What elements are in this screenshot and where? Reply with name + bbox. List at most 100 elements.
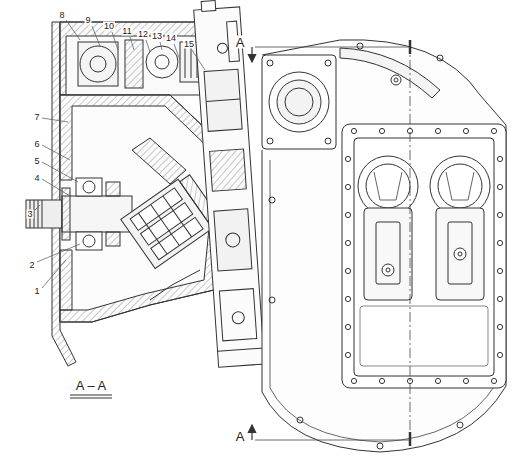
plate-bolts-stroke: [463, 378, 468, 383]
drive-flange-stroke: [269, 72, 329, 132]
gear-housing-stroke: [90, 56, 106, 72]
leader-lines-stroke: [160, 42, 162, 50]
pump-units-stroke: [382, 264, 394, 276]
lever-arm-stroke: [340, 48, 440, 98]
section-line-stroke: [410, 42, 411, 444]
section-line-stroke: [251, 47, 252, 62]
gear-housing-stroke: [125, 40, 143, 88]
callout-number: 6: [33, 140, 40, 149]
cylinder-block-stroke: [163, 196, 192, 237]
leader-lines-stroke: [66, 20, 80, 40]
section-line-stroke: [409, 432, 412, 446]
plate-bolts-stroke: [379, 378, 384, 383]
pump-units-stroke: [358, 156, 418, 216]
pump-units-stroke: [360, 306, 488, 366]
drive-flange: [262, 55, 336, 149]
section-title-underline-stroke: [70, 398, 112, 399]
pump-units-stroke: [366, 164, 410, 208]
leader-lines-stroke: [146, 40, 150, 52]
callout-number: 2: [28, 261, 35, 270]
valve-block: [193, 0, 264, 367]
plate-bolts-stroke: [497, 156, 502, 161]
plate-bolts-stroke: [497, 240, 502, 245]
callout-number: 3: [26, 210, 33, 219]
cylinder-block-stroke: [151, 205, 180, 246]
cylinder-block-stroke: [138, 213, 167, 254]
plate-bolts-stroke: [345, 156, 350, 161]
valve-block-stroke: [204, 69, 242, 131]
valve-block-stroke: [214, 209, 252, 271]
leader-lines-stroke: [42, 179, 70, 196]
plate-bolts-stroke: [345, 184, 350, 189]
gear-housing-stroke: [78, 42, 118, 86]
drive-shaft-stroke: [38, 200, 39, 228]
bearing-stroke: [83, 181, 95, 193]
callout-number: 5: [33, 157, 40, 166]
drive-flange-stroke: [325, 138, 331, 144]
callout-number: 10: [103, 22, 115, 31]
pump-units-stroke: [376, 222, 400, 284]
valve-block-stroke: [210, 149, 247, 191]
gear-housing-stroke: [60, 22, 212, 95]
drive-flange-stroke: [285, 88, 313, 116]
callout-number: 1: [33, 287, 40, 296]
leader-lines-stroke: [42, 118, 68, 122]
leader-lines-stroke: [112, 32, 118, 50]
gearbox-housing-stroke: [357, 43, 363, 49]
pump-units-stroke: [454, 248, 466, 260]
callout-number: 4: [33, 174, 40, 183]
valve-block-stroke: [217, 43, 228, 54]
section-line-stroke: [251, 425, 252, 440]
valve-block-stroke: [225, 232, 240, 247]
gearbox-housing: [262, 40, 506, 452]
plate-bolts-stroke: [463, 128, 468, 133]
valve-block-stroke: [218, 348, 264, 351]
drive-flange-stroke: [277, 80, 321, 124]
pump-illustration-stroke: [26, 0, 506, 452]
drive-shaft-stroke: [42, 200, 43, 228]
valve-block-stroke: [201, 1, 216, 12]
plate-bolts-stroke: [497, 296, 502, 301]
leader-lines: [35, 20, 205, 288]
drive-shaft-stroke: [34, 200, 35, 228]
gear-housing-stroke: [60, 22, 212, 95]
valve-block-stroke: [219, 289, 256, 341]
leader-lines-stroke: [37, 244, 80, 262]
plate-bolts-stroke: [351, 378, 356, 383]
pump-units-stroke: [386, 268, 390, 272]
callout-number: 7: [33, 113, 40, 122]
bearing-stroke: [106, 232, 120, 246]
swash-plate: [132, 138, 200, 300]
plate-bolts-stroke: [345, 212, 350, 217]
gear-housing: [60, 22, 212, 95]
section-title-underline-stroke: [70, 395, 112, 396]
cover-plate-stroke: [342, 124, 506, 388]
pump-units-stroke: [364, 208, 412, 300]
plate-bolts-stroke: [435, 128, 440, 133]
valve-block-stroke: [206, 99, 240, 101]
drive-flange-stroke: [267, 138, 273, 144]
plate-bolts-stroke: [497, 324, 502, 329]
gear-housing-stroke: [185, 46, 186, 78]
section-line-stroke: [255, 440, 410, 441]
gearbox-housing-stroke: [269, 297, 275, 303]
lever-arm-stroke: [391, 75, 401, 85]
bearing-stroke: [76, 178, 102, 196]
leader-lines-stroke: [42, 162, 78, 182]
pump-units-stroke: [438, 164, 482, 208]
gearbox-housing-stroke: [269, 197, 275, 203]
swash-plate-stroke: [132, 138, 186, 184]
gear-housing-stroke: [146, 46, 178, 78]
section-line: [252, 40, 410, 446]
plate-bolts-stroke: [491, 378, 496, 383]
leader-lines-stroke: [174, 44, 180, 60]
callout-number: 15: [183, 40, 195, 49]
lever-arm-stroke: [394, 78, 398, 82]
drive-shaft-stroke: [62, 196, 132, 232]
valve-block-stroke: [194, 7, 265, 367]
section-title-underline: [70, 395, 112, 398]
leader-lines-stroke: [35, 205, 40, 210]
pump-units: [358, 156, 490, 366]
